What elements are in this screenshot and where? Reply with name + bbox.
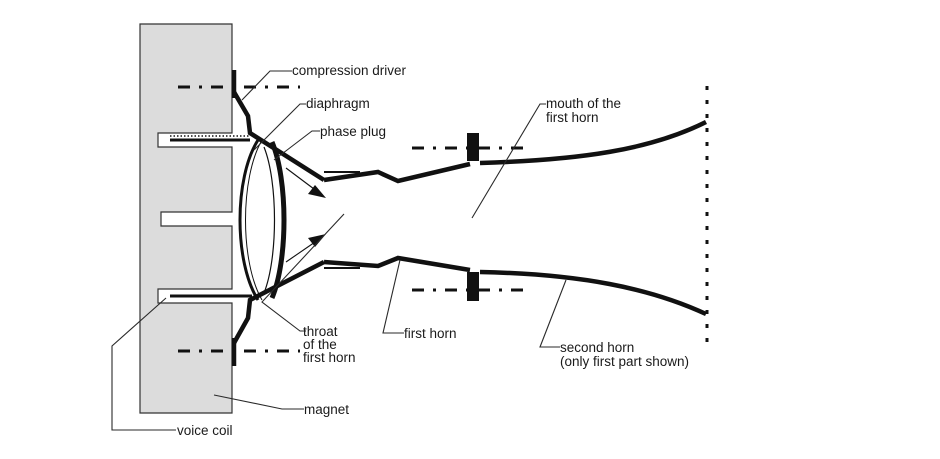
voice-coil-upper <box>170 135 250 142</box>
label-first-horn: first horn <box>404 326 457 341</box>
label-mouth-line1: mouth of the <box>546 96 621 111</box>
horn-flanges <box>467 133 479 301</box>
label-phase-plug: phase plug <box>320 124 386 139</box>
magnet-body <box>139 23 233 414</box>
label-throat-line1: throat <box>303 324 338 339</box>
label-magnet: magnet <box>304 402 349 417</box>
label-mouth-line2: first horn <box>546 110 599 125</box>
sound-arrows <box>285 167 326 263</box>
arrow-head-lower <box>308 234 326 247</box>
label-throat-line2: of the <box>303 337 337 352</box>
label-throat-line3: first horn <box>303 350 356 365</box>
dashed-axes <box>178 85 709 353</box>
diaphragm <box>238 139 263 301</box>
label-second-horn-line2: (only first part shown) <box>560 354 689 369</box>
arrow-head-upper <box>308 185 326 198</box>
driver-front-plate <box>231 70 326 366</box>
label-second-horn-line1: second horn <box>560 340 634 355</box>
first-horn <box>323 161 471 273</box>
label-diaphragm: diaphragm <box>306 96 370 111</box>
label-compression-driver: compression driver <box>292 63 407 78</box>
second-horn <box>479 119 708 317</box>
leader-lines <box>111 70 567 431</box>
phase-plug <box>263 141 287 299</box>
label-voice-coil: voice coil <box>177 423 233 438</box>
